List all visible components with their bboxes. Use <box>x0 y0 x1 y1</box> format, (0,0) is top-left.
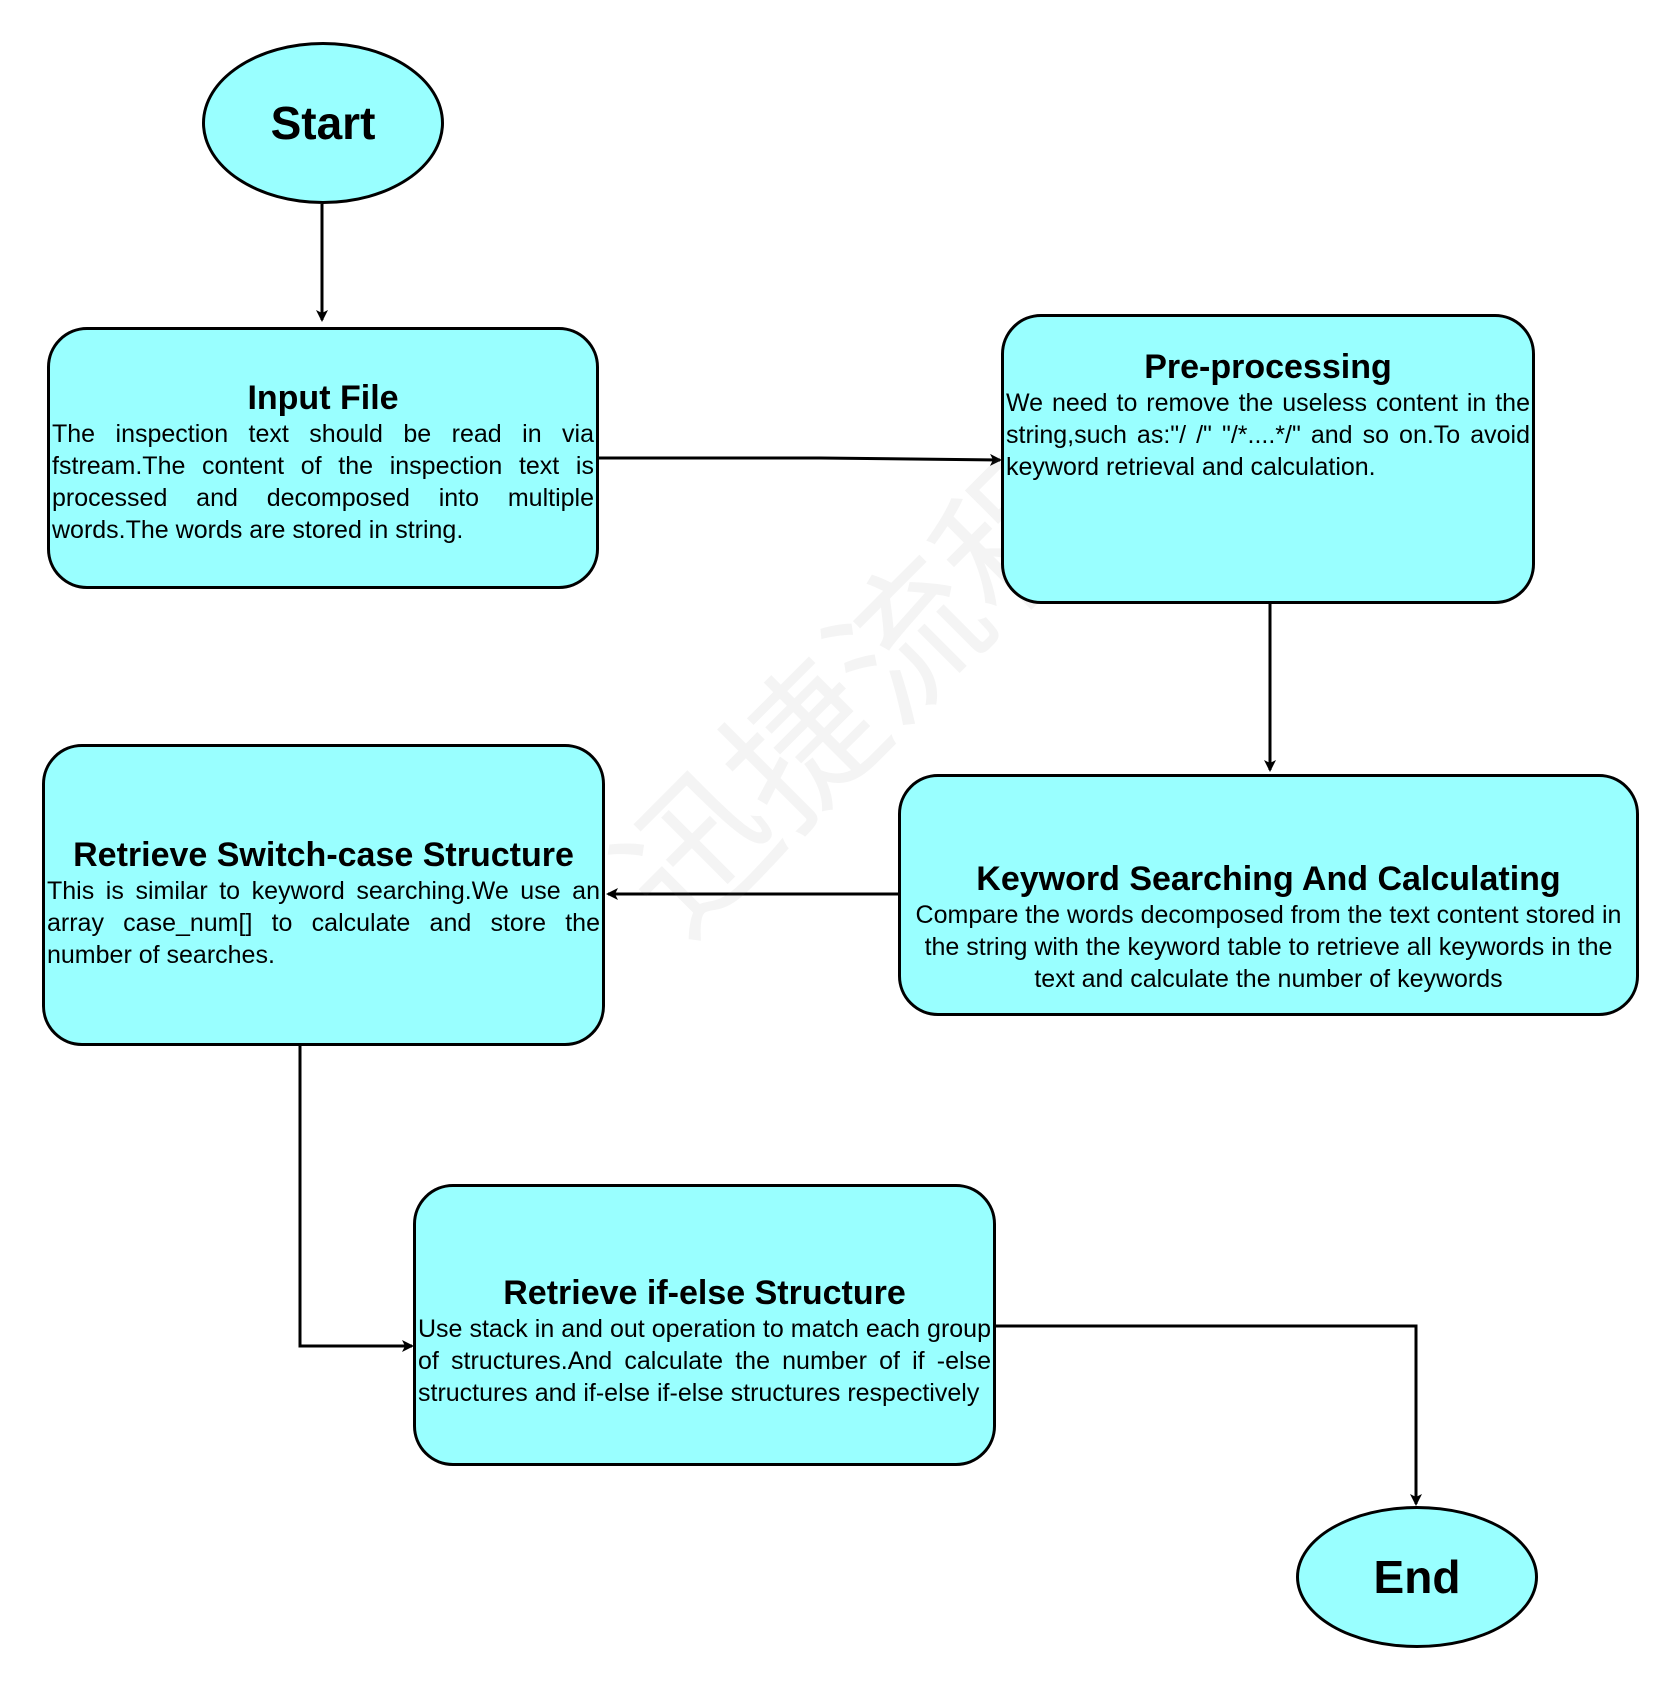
input-file-node: Input File The inspection text should be… <box>47 327 599 589</box>
if-else-node: Retrieve if-else Structure Use stack in … <box>413 1184 996 1466</box>
preprocessing-description: We need to remove the useless content in… <box>1006 389 1530 481</box>
input-file-description: The inspection text should be read in vi… <box>52 420 594 544</box>
arrow-input-to-preprocessing <box>598 453 1002 466</box>
switch-case-node: Retrieve Switch-case Structure This is s… <box>42 744 605 1046</box>
end-node: End <box>1296 1506 1538 1648</box>
arrow-ifelse-to-end <box>996 1324 1422 1506</box>
arrow-switchcase-to-ifelse <box>298 1046 414 1352</box>
switch-case-title: Retrieve Switch-case Structure <box>73 836 574 874</box>
preprocessing-title: Pre-processing <box>1144 348 1392 386</box>
start-label: Start <box>270 97 376 149</box>
input-file-title: Input File <box>247 379 399 417</box>
if-else-description: Use stack in and out operation to match … <box>418 1315 991 1407</box>
if-else-title: Retrieve if-else Structure <box>503 1274 906 1312</box>
switch-case-description: This is similar to keyword searching.We … <box>47 877 600 969</box>
keyword-search-node: Keyword Searching And Calculating Compar… <box>898 774 1639 1016</box>
preprocessing-node: Pre-processing We need to remove the use… <box>1001 314 1535 604</box>
end-label: End <box>1373 1551 1461 1603</box>
start-node: Start <box>202 42 444 204</box>
keyword-search-title: Keyword Searching And Calculating <box>976 860 1561 898</box>
keyword-search-description: Compare the words decomposed from the te… <box>915 901 1622 993</box>
